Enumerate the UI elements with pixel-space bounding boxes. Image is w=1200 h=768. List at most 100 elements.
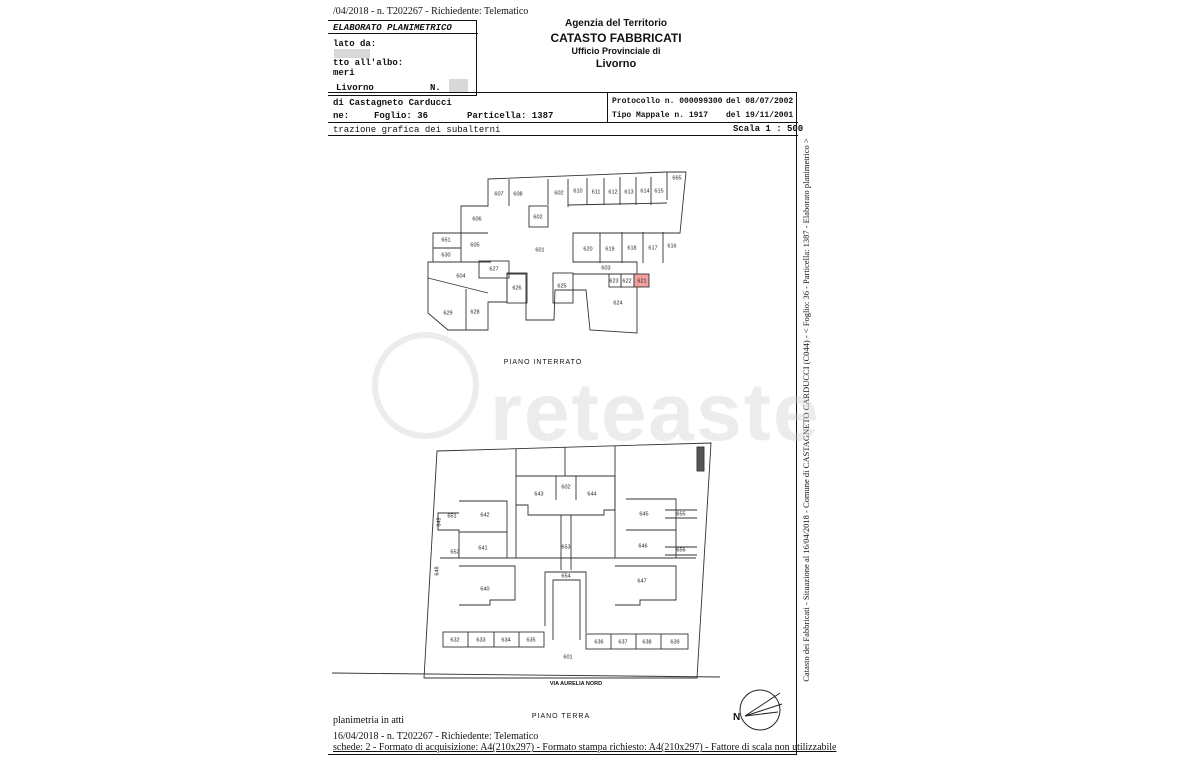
request-line: /04/2018 - n. T202267 - Richiedente: Tel…	[333, 6, 529, 17]
particella: Particella: 1387	[467, 111, 554, 121]
section-title: trazione grafica dei subalterni	[333, 125, 501, 135]
room-label: 644	[587, 491, 596, 497]
north-compass-icon	[739, 689, 783, 731]
room-label: 646	[638, 543, 647, 549]
room-label: 622	[622, 278, 631, 284]
watermark-text: reteaste	[490, 367, 821, 458]
ground-plan	[331, 442, 721, 679]
room-label: 653	[561, 544, 570, 550]
compiled-by-label: lato da:	[333, 39, 377, 49]
compass-north-label: N	[733, 712, 741, 723]
basement-title: PIANO INTERRATO	[503, 359, 583, 366]
room-label: 630	[441, 252, 450, 258]
room-label: 648	[434, 566, 440, 575]
agency-office: Ufficio Provinciale di	[571, 46, 661, 56]
basement-room-labels: 607 608 602 610 611 612 613 614 615 665 …	[441, 175, 681, 316]
redacted-number	[449, 79, 468, 92]
room-label-highlighted: 621	[637, 278, 646, 284]
room-label: 642	[480, 512, 489, 518]
room-label: 623	[609, 278, 618, 284]
room-label: 641	[478, 545, 487, 551]
room-label: 612	[608, 189, 617, 195]
room-label: 633	[476, 637, 485, 643]
room-label: 636	[594, 639, 603, 645]
sezione-label: ne:	[333, 111, 350, 121]
room-label: 604	[456, 273, 465, 279]
room-label: 635	[526, 637, 535, 643]
tipo-mappale: Tipo Mappale n. 1917	[612, 111, 709, 120]
room-label: 614	[640, 188, 649, 194]
room-label: 640	[480, 586, 489, 592]
room-label: 606	[472, 216, 481, 222]
ground-room-labels: 643 602 644 642 651 645 655 649 641 653 …	[434, 484, 685, 660]
room-label: 639	[670, 639, 679, 645]
room-label: 624	[613, 300, 622, 306]
room-label: 629	[443, 310, 452, 316]
room-label: 632	[450, 637, 459, 643]
room-label: 651	[447, 513, 456, 519]
room-label: 625	[557, 283, 566, 289]
basement-plan	[427, 171, 687, 334]
registered-label: tto all'albo:	[333, 58, 404, 68]
room-label: 617	[648, 245, 657, 251]
protocollo-date: del 08/07/2002	[726, 97, 794, 106]
agency-department: CATASTO FABBRICATI	[550, 31, 682, 45]
room-label: 645	[639, 511, 648, 517]
room-label: 601	[535, 247, 544, 253]
room-label: 652	[450, 549, 459, 555]
footer-request-line: 16/04/2018 - n. T202267 - Richiedente: T…	[333, 731, 539, 742]
comune: di Castagneto Carducci	[333, 98, 452, 108]
divider	[607, 92, 608, 122]
divider	[328, 33, 478, 34]
room-label: 665	[672, 175, 681, 181]
room-label: 601	[563, 654, 572, 660]
room-label: 634	[501, 637, 510, 643]
room-label: 615	[654, 188, 663, 194]
room-label: 655	[676, 511, 685, 517]
footer-format-line: schede: 2 - Formato di acquisizione: A4(…	[333, 742, 837, 753]
foglio: Foglio: 36	[374, 111, 429, 121]
room-label: 608	[513, 191, 522, 197]
room-label: 603	[601, 265, 610, 271]
agency-city: Livorno	[595, 58, 637, 70]
room-label: 602	[554, 190, 563, 196]
room-label: 613	[624, 189, 633, 195]
scale: Scala 1 : 500	[733, 124, 804, 134]
divider	[328, 122, 798, 123]
registered-value: meri	[333, 68, 355, 78]
room-label: 638	[642, 639, 651, 645]
number-label: N.	[430, 83, 441, 93]
room-label: 654	[561, 573, 570, 579]
room-label: 620	[583, 246, 592, 252]
redacted-name	[334, 49, 370, 58]
protocollo: Protocollo n. 000099300	[612, 97, 723, 106]
street-label: VIA AURELIA NORD	[549, 681, 603, 687]
footer-note: planimetria in atti	[333, 715, 405, 726]
room-label: 637	[618, 639, 627, 645]
room-label: 619	[605, 246, 614, 252]
province: Livorno	[336, 83, 374, 93]
divider	[328, 135, 798, 136]
room-label: 616	[667, 243, 676, 249]
ground-title: PIANO TERRA	[531, 713, 591, 720]
agency-name: Agenzia del Territorio	[564, 18, 668, 29]
room-label: 643	[534, 491, 543, 497]
watermark-logo	[372, 332, 479, 439]
technician-box	[328, 20, 477, 96]
elaborato-title: ELABORATO PLANIMETRICO	[333, 23, 452, 33]
room-label: 649	[436, 517, 442, 526]
room-label: 610	[573, 188, 582, 194]
room-label: 647	[637, 578, 646, 584]
room-label: 602	[561, 484, 570, 490]
room-label: 656	[676, 547, 685, 553]
room-label: 618	[627, 245, 636, 251]
room-label: 626	[512, 285, 521, 291]
document-frame	[328, 92, 797, 755]
room-label: 628	[470, 309, 479, 315]
room-label: 605	[470, 242, 479, 248]
room-label: 607	[494, 191, 503, 197]
tipo-mappale-date: del 19/11/2001	[726, 111, 794, 120]
room-label: 602	[533, 214, 542, 220]
room-label: 651	[441, 237, 450, 243]
